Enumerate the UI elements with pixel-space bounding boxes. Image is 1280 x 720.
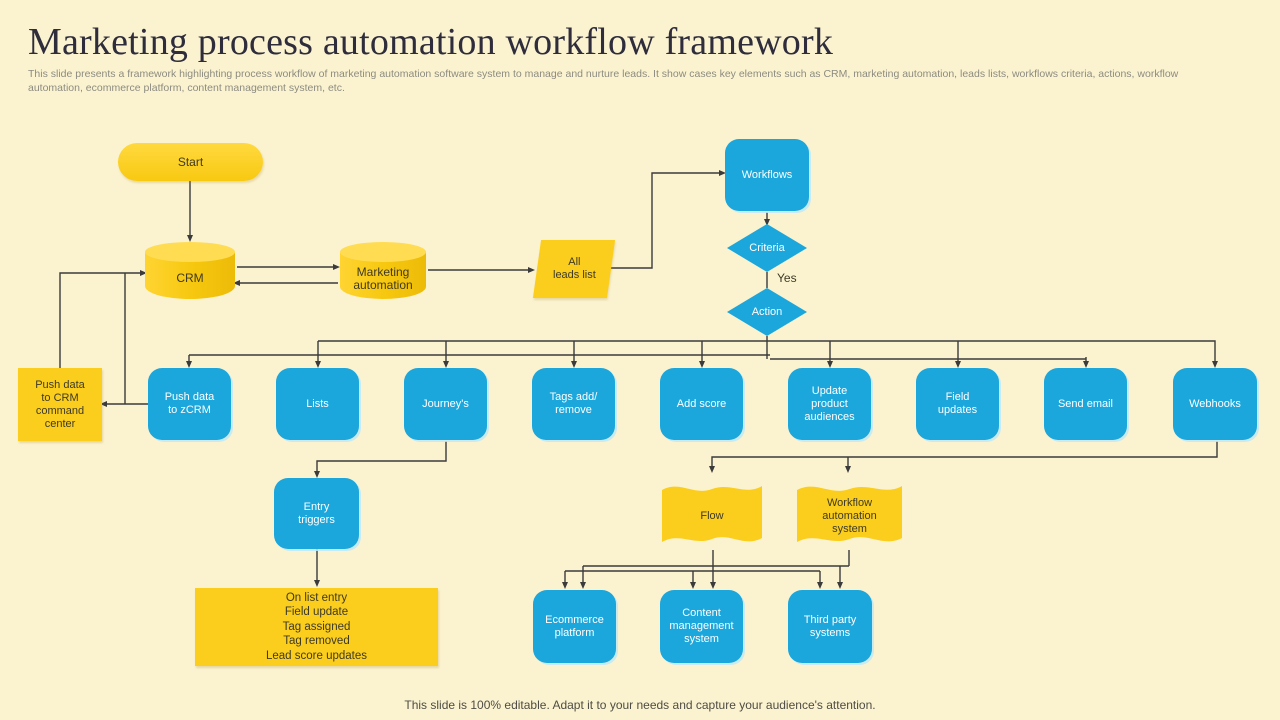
node-all-leads-list: All leads list xyxy=(532,240,616,298)
node-push-data-crm-command-center: Push data to CRM command center xyxy=(18,368,102,441)
node-label: Tags add/ remove xyxy=(549,391,598,416)
node-label: Field updates xyxy=(937,391,978,416)
page-title: Marketing process automation workflow fr… xyxy=(28,21,834,63)
node-ecommerce-platform: Ecommerce platform xyxy=(533,590,616,663)
slide-description: This slide presents a framework highligh… xyxy=(28,68,1179,94)
diamond-criteria-label: Criteria xyxy=(749,242,785,254)
node-start-label: Start xyxy=(177,155,204,169)
node-journeys: Journey's xyxy=(404,368,487,440)
node-marketing-automation-label: Marketing automation xyxy=(353,264,413,292)
node-all-leads-list-label: All leads list xyxy=(552,256,596,281)
node-crm-label: CRM xyxy=(176,271,204,285)
node-lists: Lists xyxy=(276,368,359,440)
flag-flow: Flow xyxy=(662,478,762,550)
trigger-item: Tag removed xyxy=(283,635,350,648)
node-tags-add-remove: Tags add/ remove xyxy=(532,368,615,440)
node-start: Start xyxy=(118,143,263,181)
flag-workflow-automation-system: Workflow automation system xyxy=(797,478,902,550)
trigger-item: Tag assigned xyxy=(282,620,351,633)
node-marketing-automation: Marketing automation xyxy=(340,242,426,299)
node-label: Webhooks xyxy=(1189,397,1241,410)
node-label: Lists xyxy=(306,397,329,410)
wave-shape xyxy=(662,486,762,542)
node-add-score: Add score xyxy=(660,368,743,440)
node-label: Add score xyxy=(676,397,727,410)
diamond-action-label: Action xyxy=(751,306,783,318)
trigger-item: Lead score updates xyxy=(265,649,368,662)
node-label: Push data to zCRM xyxy=(164,391,215,416)
node-update-product-audiences: Update product audiences xyxy=(788,368,871,440)
node-push-data-to-zcrm: Push data to zCRM xyxy=(148,368,231,440)
footer-note: This slide is 100% editable. Adapt it to… xyxy=(404,698,876,712)
node-field-updates: Field updates xyxy=(916,368,999,440)
diamond-criteria: Criteria xyxy=(727,224,807,272)
trigger-item: Field update xyxy=(284,606,349,619)
node-workflows: Workflows xyxy=(725,139,809,211)
node-third-party-systems: Third party systems xyxy=(788,590,872,663)
node-crm: CRM xyxy=(145,242,235,299)
node-label: Third party systems xyxy=(803,613,857,639)
node-entry-triggers-label: Entry triggers xyxy=(298,500,335,526)
node-label: Content management system xyxy=(669,607,734,645)
node-label: Update product audiences xyxy=(804,384,855,423)
flag-flow-label: Flow xyxy=(700,509,724,522)
node-entry-triggers: Entry triggers xyxy=(274,478,359,549)
cylinder-top xyxy=(340,242,426,262)
label-yes: Yes xyxy=(777,271,797,285)
node-label: Send email xyxy=(1057,397,1114,410)
node-send-email: Send email xyxy=(1044,368,1127,440)
node-push-data-crm-command-center-label: Push data to CRM command center xyxy=(35,378,85,430)
cylinder-top xyxy=(145,242,235,262)
node-webhooks: Webhooks xyxy=(1173,368,1257,440)
box-trigger-list: On list entry Field update Tag assigned … xyxy=(195,588,438,666)
flag-workflow-automation-system-label: Workflow automation system xyxy=(822,496,877,535)
trigger-item: On list entry xyxy=(285,591,348,604)
wave-shape xyxy=(797,486,902,542)
node-workflows-label: Workflows xyxy=(741,168,793,181)
node-label: Journey's xyxy=(422,397,469,410)
node-label: Ecommerce platform xyxy=(545,613,604,639)
node-content-management-system: Content management system xyxy=(660,590,743,663)
diamond-action: Action xyxy=(727,288,807,336)
